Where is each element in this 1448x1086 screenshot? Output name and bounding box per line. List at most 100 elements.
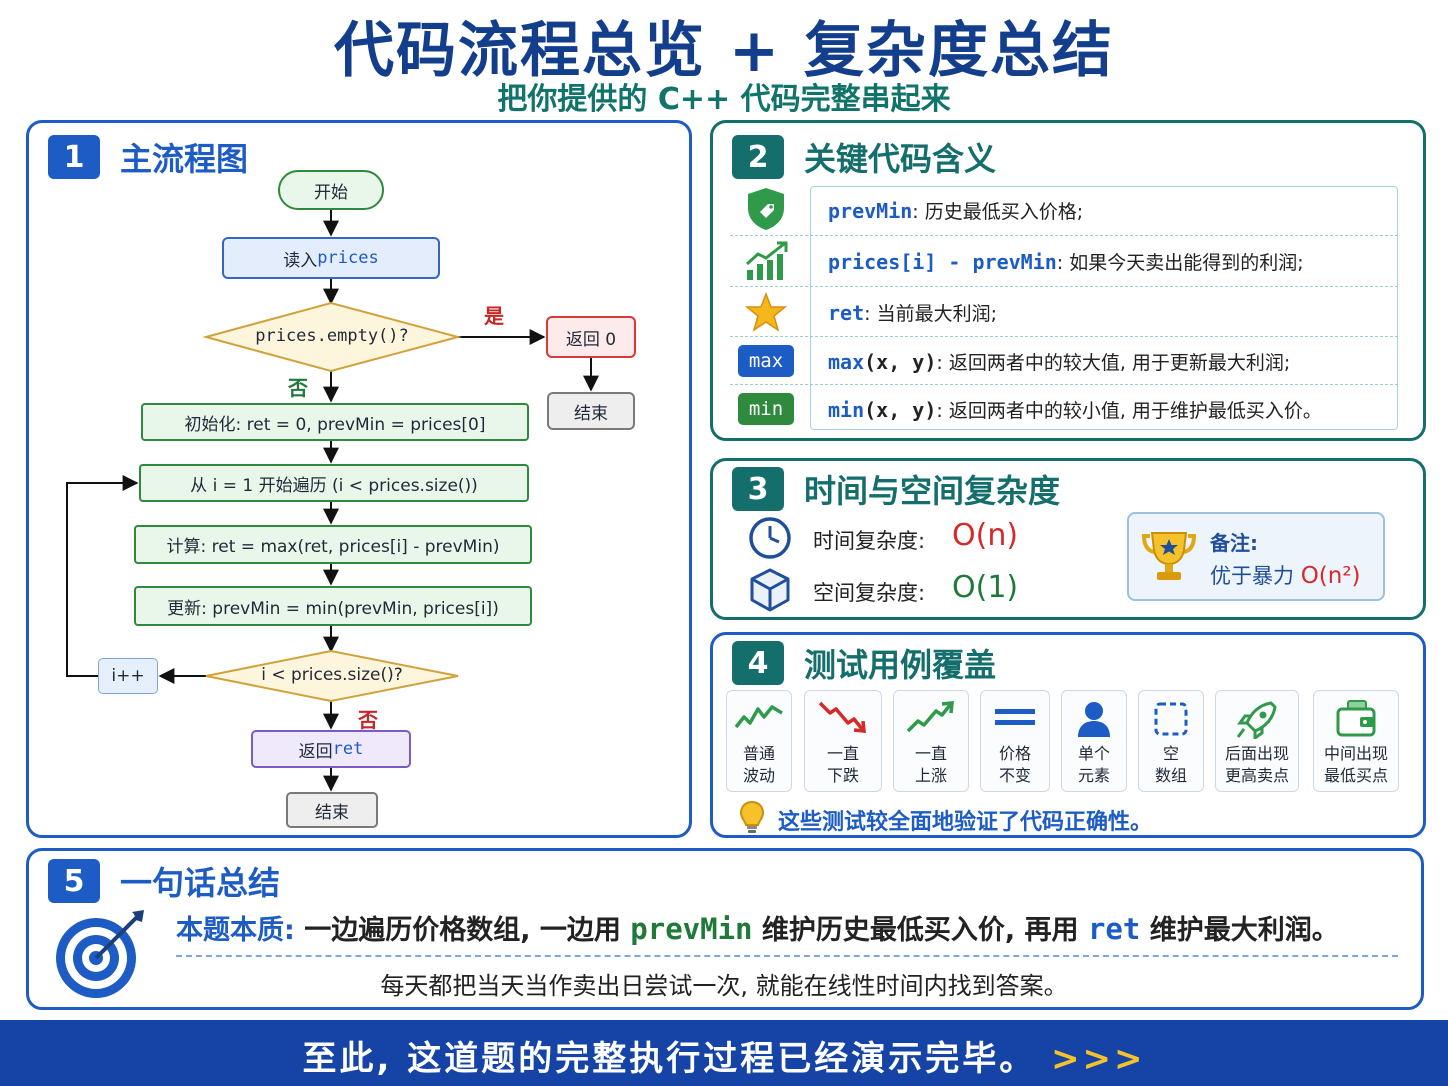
- shield-tag-icon: [748, 188, 784, 230]
- time-complexity-value: O(n): [952, 518, 1019, 553]
- separator: :: [1056, 252, 1070, 274]
- row-divider: [730, 286, 1398, 287]
- test-case-card: 一直 上涨: [893, 690, 969, 792]
- increment-node: i++: [98, 658, 158, 694]
- key-row-profit: prices[i] - prevMin: 如果今天卖出能得到的利润;: [828, 248, 1304, 275]
- loop-label: 从 i = 1 开始遍历 (i < prices.size()): [190, 475, 478, 496]
- return-label: 返回: [298, 741, 333, 762]
- test-case-label: 价格 不变: [998, 744, 1031, 785]
- flowchart-header: 1 主流程图: [48, 134, 248, 180]
- read-code: prices: [317, 248, 379, 268]
- summary-header: 5 一句话总结: [48, 858, 280, 904]
- yes-label: 是: [484, 304, 504, 328]
- section-number: 3: [732, 467, 784, 511]
- time-complexity-label: 时间复杂度:: [813, 529, 926, 553]
- return-zero-node: 返回 0: [546, 316, 636, 358]
- test-case-card: 一直 下跌: [804, 690, 882, 792]
- footer-text: 至此, 这道题的完整执行过程已经演示完毕。 >>>: [0, 1031, 1448, 1080]
- test-case-label: 一直 上涨: [914, 744, 947, 785]
- min-badge-icon: min: [738, 393, 794, 425]
- row-divider: [730, 384, 1398, 385]
- target-icon: [56, 910, 144, 998]
- footer-arrows: >>>: [1051, 1039, 1146, 1079]
- key-row-prevmin: prevMin: 历史最低买入价格;: [828, 197, 1083, 224]
- loop-check-diamond: [205, 649, 459, 703]
- equals-icon: [995, 709, 1035, 725]
- row-divider: [730, 235, 1398, 236]
- separator: :: [864, 303, 877, 325]
- end-node-bottom: 结束: [286, 792, 378, 828]
- compute-node: 计算: ret = max(ret, prices[i] - prevMin): [134, 525, 532, 564]
- section-number: 1: [48, 135, 100, 179]
- space-complexity-label: 空间复杂度:: [813, 581, 926, 605]
- code-args: (x, y): [864, 350, 937, 374]
- test-case-label: 后面出现 更高卖点: [1224, 744, 1289, 785]
- note-value: O(n²): [1300, 563, 1361, 589]
- return-code: ret: [332, 739, 364, 759]
- page-title: 代码流程总览 + 复杂度总结: [333, 16, 1115, 86]
- loop-node: 从 i = 1 开始遍历 (i < prices.size()): [139, 464, 529, 502]
- no-label: 否: [288, 376, 308, 400]
- return-ret-node: 返回 ret: [251, 730, 411, 768]
- summary-panel: [26, 848, 1424, 1010]
- wallet-icon: [1336, 700, 1376, 737]
- description: 如果今天卖出能得到的利润;: [1069, 252, 1304, 274]
- init-label: 初始化: ret = 0, prevMin = prices[0]: [184, 414, 486, 435]
- rocket-icon: [1236, 701, 1277, 739]
- loop-check-label: i < prices.size()?: [261, 665, 403, 685]
- key-code-table: [810, 186, 1398, 430]
- person-icon: [1078, 702, 1110, 737]
- summary-divider: [176, 955, 1398, 957]
- separator: :: [912, 201, 925, 223]
- page-subtitle: 把你提供的 C++ 代码完整串起来: [497, 82, 951, 117]
- separator: :: [936, 400, 949, 422]
- clock-icon: [749, 517, 791, 559]
- end-label-bottom: 结束: [315, 802, 349, 823]
- empty-check-label: prices.empty()?: [255, 326, 409, 346]
- end-label-right: 结束: [574, 403, 608, 424]
- test-case-card: 价格 不变: [980, 690, 1050, 792]
- test-case-label: 中间出现 最低买点: [1323, 744, 1388, 785]
- down-trend-icon: [818, 701, 866, 733]
- empty-box-icon: [1154, 702, 1188, 736]
- key-row-max: max(x, y): 返回两者中的较大值, 用于更新最大利润;: [828, 348, 1290, 375]
- summary-code-ret: ret: [1087, 912, 1141, 946]
- start-label: 开始: [314, 182, 348, 203]
- increment-label: i++: [111, 666, 145, 686]
- space-complexity-value: O(1): [952, 570, 1019, 605]
- section-title: 测试用例覆盖: [804, 646, 997, 684]
- note-text: 优于暴力 O(n²): [1210, 560, 1361, 590]
- section-title: 关键代码含义: [804, 140, 997, 178]
- test-case-label: 空 数组: [1154, 744, 1187, 785]
- summary-lead: 本题本质:: [176, 915, 295, 946]
- description: 当前最大利润;: [876, 303, 997, 325]
- summary-part: 一边遍历价格数组, 一边用: [294, 915, 631, 946]
- code-term: ret: [828, 301, 865, 325]
- section-number: 5: [48, 859, 100, 903]
- summary-main-line: 本题本质: 一边遍历价格数组, 一边用 prevMin 维护历史最低买入价, 再…: [176, 908, 1339, 947]
- separator: :: [936, 352, 949, 374]
- no-label-loop: 否: [358, 708, 378, 732]
- zigzag-chart-icon: [734, 705, 783, 729]
- section-title: 时间与空间复杂度: [804, 472, 1061, 510]
- section-number: 2: [732, 135, 784, 179]
- summary-part: 维护历史最低买入价, 再用: [752, 915, 1088, 946]
- test-case-card: 空 数组: [1138, 690, 1204, 792]
- footer-bar: [0, 1020, 1448, 1086]
- start-node: 开始: [278, 170, 384, 210]
- section-title: 一句话总结: [120, 864, 281, 902]
- max-badge-icon: max: [738, 345, 794, 377]
- test-case-card: 后面出现 更高卖点: [1215, 690, 1299, 792]
- note-title: 备注:: [1210, 531, 1258, 555]
- compute-label: 计算: ret = max(ret, prices[i] - prevMin): [166, 537, 500, 557]
- key-code-panel: [710, 120, 1426, 441]
- section-number: 4: [732, 641, 784, 685]
- update-label: 更新: prevMin = min(prevMin, prices[i]): [167, 598, 499, 619]
- test-footnote: 这些测试较全面地验证了代码正确性。: [778, 810, 1153, 835]
- return-zero-label: 返回 0: [565, 329, 617, 350]
- update-node: 更新: prevMin = min(prevMin, prices[i]): [134, 586, 532, 626]
- lightbulb-icon: [739, 800, 765, 833]
- read-label: 读入: [283, 250, 318, 271]
- test-case-card: 普通 波动: [726, 690, 792, 792]
